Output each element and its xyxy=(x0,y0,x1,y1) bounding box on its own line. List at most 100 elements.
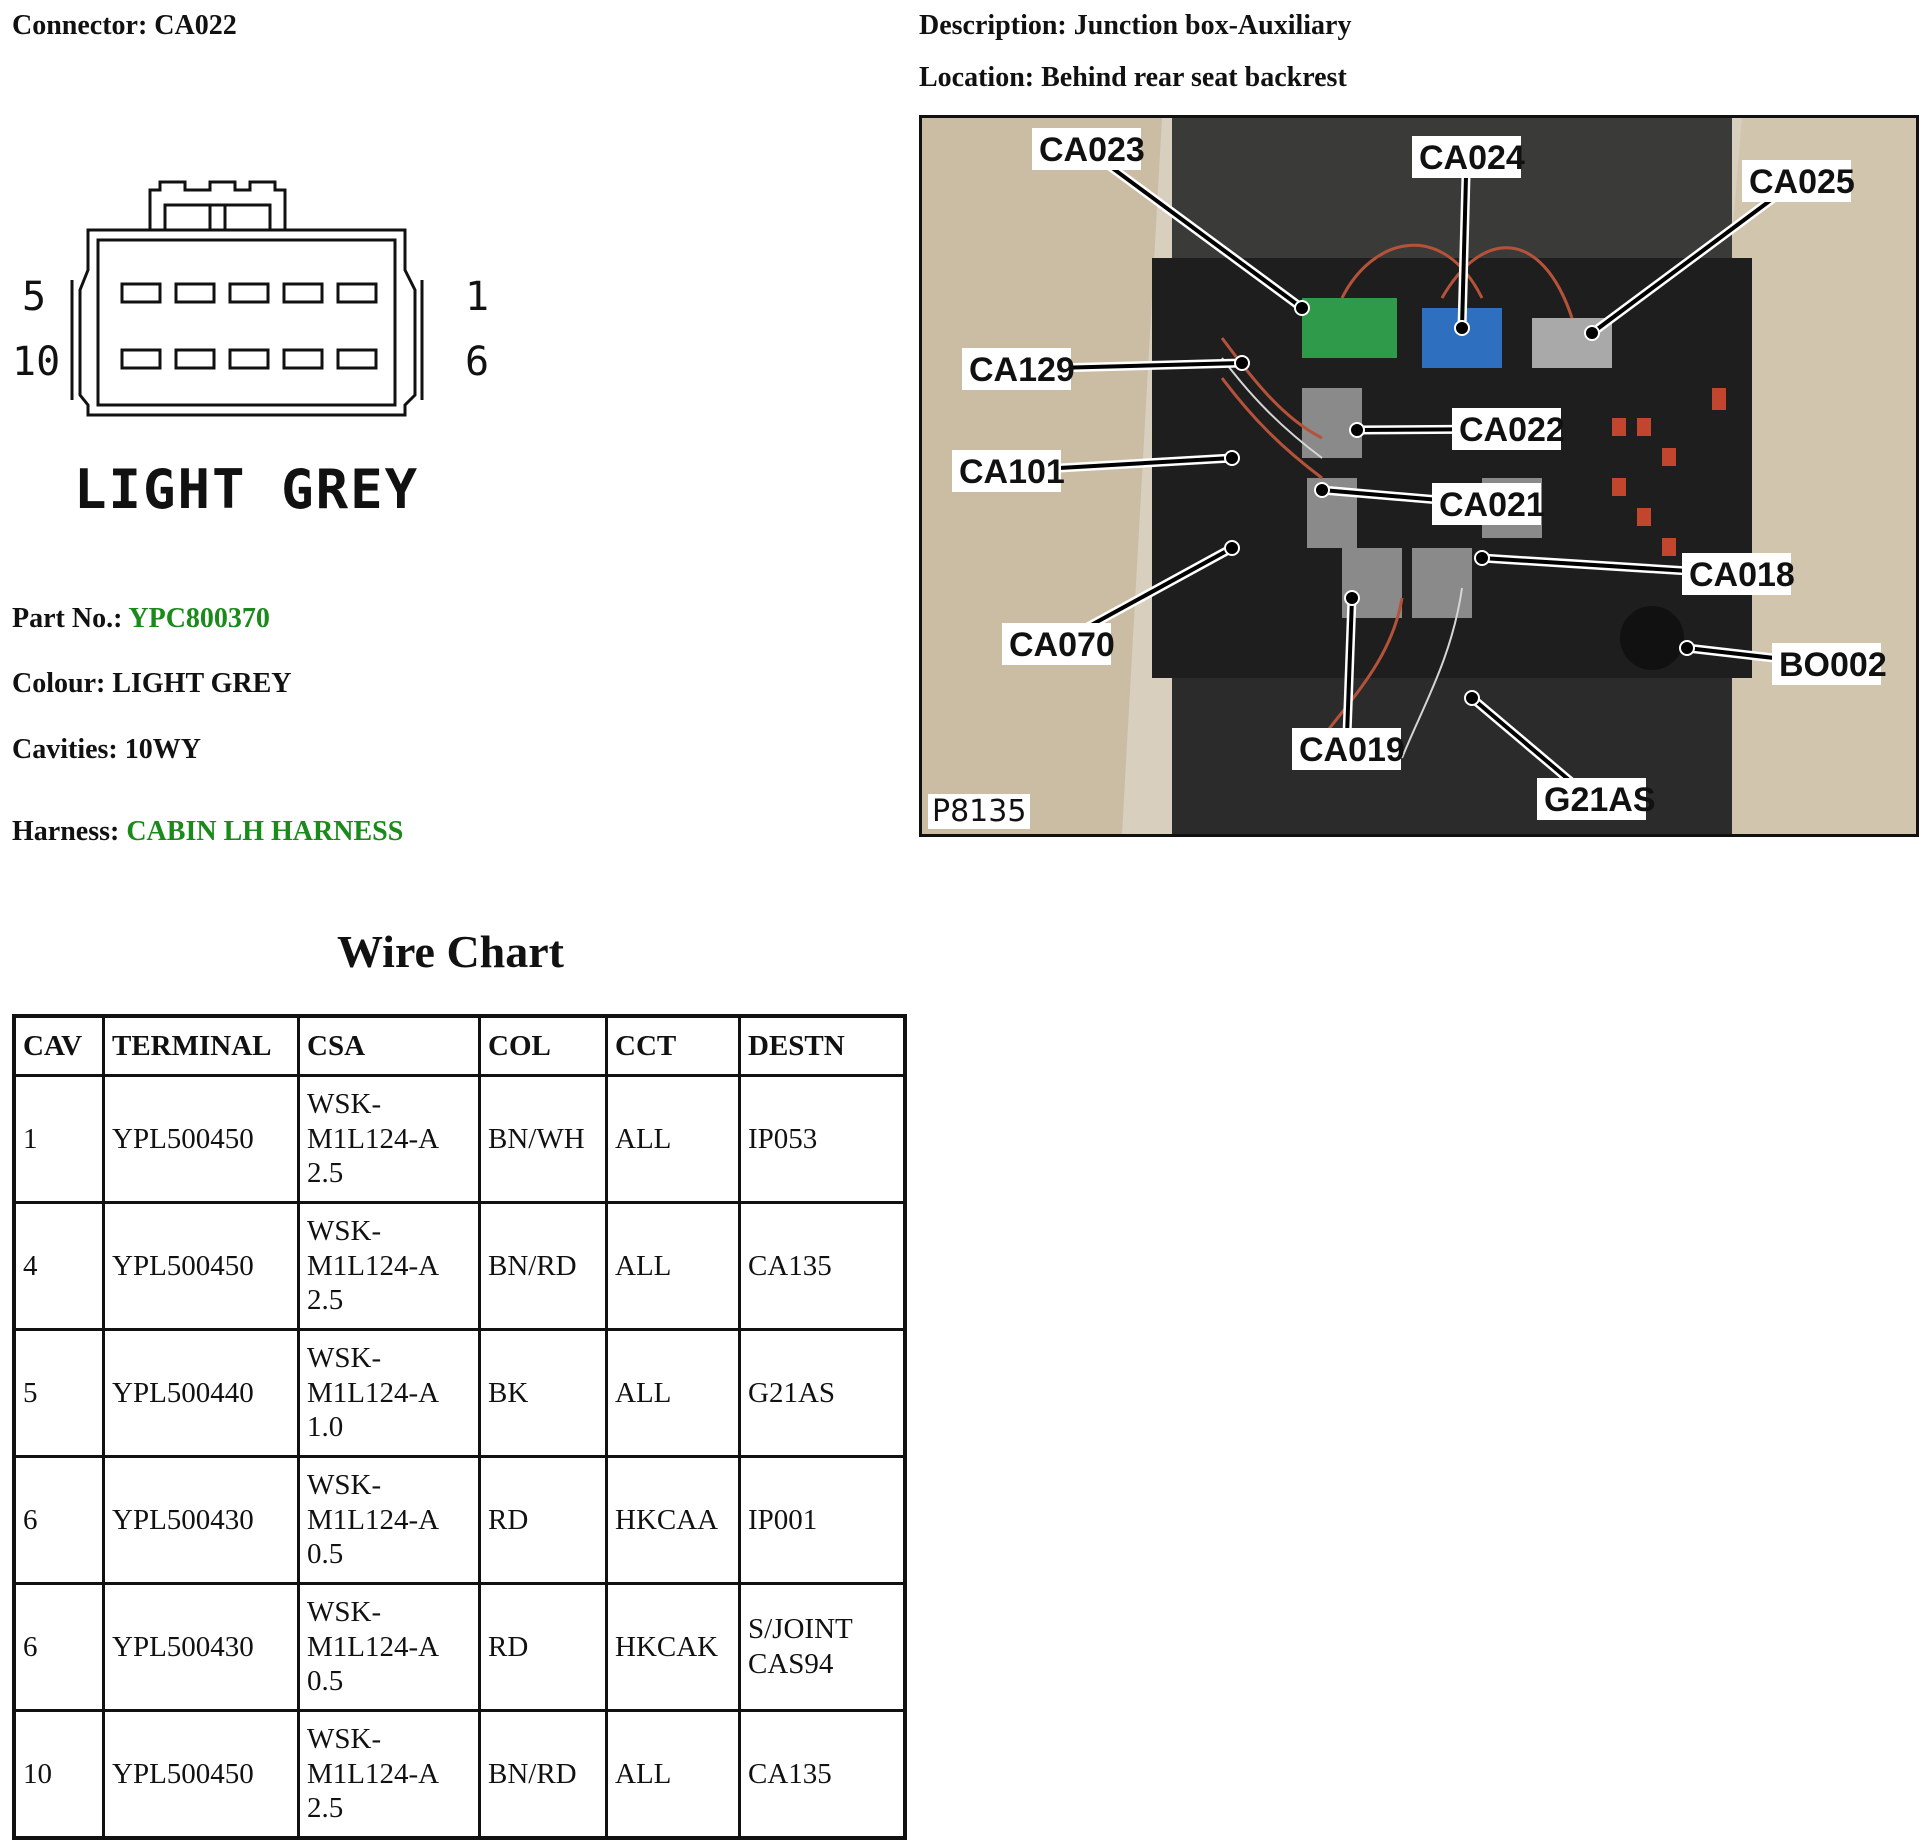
cavity xyxy=(282,348,324,370)
harness-label: Harness: xyxy=(12,816,120,847)
callout-arrowhead xyxy=(1464,690,1480,706)
cavity xyxy=(120,348,162,370)
terminal-cell: YPL500430 xyxy=(102,1455,300,1585)
location-line: Location: Behind rear seat backrest xyxy=(919,62,1347,94)
pin-label-right-top: 1 xyxy=(465,274,489,320)
callout-arrowhead xyxy=(1224,540,1240,556)
connector-value: CA022 xyxy=(154,10,237,41)
cavities-line: Cavities: 10WY xyxy=(12,734,201,766)
col-cell: BN/RD xyxy=(478,1201,608,1331)
harness-link[interactable]: CABIN LH HARNESS xyxy=(126,816,404,847)
cavities-label: Cavities: xyxy=(12,734,118,765)
cav-cell: 4 xyxy=(12,1201,105,1331)
callout-box xyxy=(1742,160,1851,202)
cct-cell: ALL xyxy=(605,1709,741,1840)
callout-label-ca129: CA129 xyxy=(969,351,1075,389)
cavity xyxy=(174,348,216,370)
callout-label-ca022: CA022 xyxy=(1459,411,1565,449)
callout-label-ca023: CA023 xyxy=(1039,131,1145,169)
callout-label-g21as: G21AS xyxy=(1544,781,1656,819)
callout-label-ca025: CA025 xyxy=(1749,163,1855,201)
callout-arrowhead xyxy=(1314,482,1330,498)
col-cell: BN/WH xyxy=(478,1074,608,1204)
cavity xyxy=(174,282,216,304)
pin-label-left-bottom: 10 xyxy=(12,339,60,385)
cavity xyxy=(228,282,270,304)
pin-label-left-top: 5 xyxy=(22,274,46,320)
callout-label-ca018: CA018 xyxy=(1689,556,1795,594)
cavity xyxy=(336,282,378,304)
cct-cell: HKCAK xyxy=(605,1582,741,1712)
callout-arrowhead xyxy=(1679,640,1695,656)
column-header: CCT xyxy=(605,1014,741,1077)
callout-label-ca101: CA101 xyxy=(959,453,1065,491)
callout-box xyxy=(1682,553,1791,595)
terminal-cell: YPL500450 xyxy=(102,1074,300,1204)
description-value: Junction box-Auxiliary xyxy=(1073,10,1352,41)
callout-box xyxy=(1412,136,1521,178)
col-cell: BN/RD xyxy=(478,1709,608,1840)
harness-line: Harness: CABIN LH HARNESS xyxy=(12,816,403,848)
callout-arrowhead xyxy=(1224,450,1240,466)
callout-arrowhead xyxy=(1584,325,1600,341)
colour-line: Colour: LIGHT GREY xyxy=(12,668,292,700)
connector-face-diagram: 5 10 1 6 LIGHT GREY xyxy=(12,180,489,521)
part-number-link[interactable]: YPC800370 xyxy=(128,603,270,634)
pin-label-right-bottom: 6 xyxy=(465,339,489,385)
destn-cell: CA135 xyxy=(738,1709,907,1840)
callout-arrow xyxy=(1460,156,1469,329)
callout-box xyxy=(1537,778,1646,820)
connector-label: Connector: xyxy=(12,10,148,41)
callout-arrowhead xyxy=(1344,590,1360,606)
cavity xyxy=(228,348,270,370)
callout-box xyxy=(1292,728,1401,770)
wire-chart-table: CAV TERMINAL CSA COL CCT DESTN 1 YPL5004… xyxy=(12,1014,907,1840)
cav-cell: 6 xyxy=(12,1582,105,1712)
terminal-cell: YPL500440 xyxy=(102,1328,300,1458)
callout-box xyxy=(952,450,1061,492)
wire-chart-title: Wire Chart xyxy=(337,926,564,977)
cct-cell: ALL xyxy=(605,1328,741,1458)
column-header: COL xyxy=(478,1014,608,1077)
destn-cell: IP053 xyxy=(738,1074,907,1204)
connector-colour-label: LIGHT GREY xyxy=(74,458,419,521)
part-number-line: Part No.: YPC800370 xyxy=(12,603,270,635)
column-header: DESTN xyxy=(738,1014,907,1077)
part-number-label: Part No.: xyxy=(12,603,123,634)
col-cell: RD xyxy=(478,1455,608,1585)
callout-arrowhead xyxy=(1349,422,1365,438)
table-header-row: CAV TERMINAL CSA COL CCT DESTN xyxy=(12,1014,907,1077)
cavity-grid xyxy=(120,282,378,370)
column-header: TERMINAL xyxy=(102,1014,300,1077)
col-cell: BK xyxy=(478,1328,608,1458)
callout-label-ca070: CA070 xyxy=(1009,626,1115,664)
callout-box xyxy=(1002,623,1111,665)
description-label: Description: xyxy=(919,10,1067,41)
location-value: Behind rear seat backrest xyxy=(1041,62,1347,93)
cct-cell: ALL xyxy=(605,1074,741,1204)
terminal-cell: YPL500450 xyxy=(102,1201,300,1331)
cct-cell: HKCAA xyxy=(605,1455,741,1585)
terminal-cell: YPL500450 xyxy=(102,1709,300,1840)
cavity xyxy=(282,282,324,304)
destn-cell: CA135 xyxy=(738,1201,907,1331)
cav-cell: 1 xyxy=(12,1074,105,1204)
cav-cell: 6 xyxy=(12,1455,105,1585)
cav-cell: 5 xyxy=(12,1328,105,1458)
location-label: Location: xyxy=(919,62,1035,93)
callout-box xyxy=(962,348,1071,390)
